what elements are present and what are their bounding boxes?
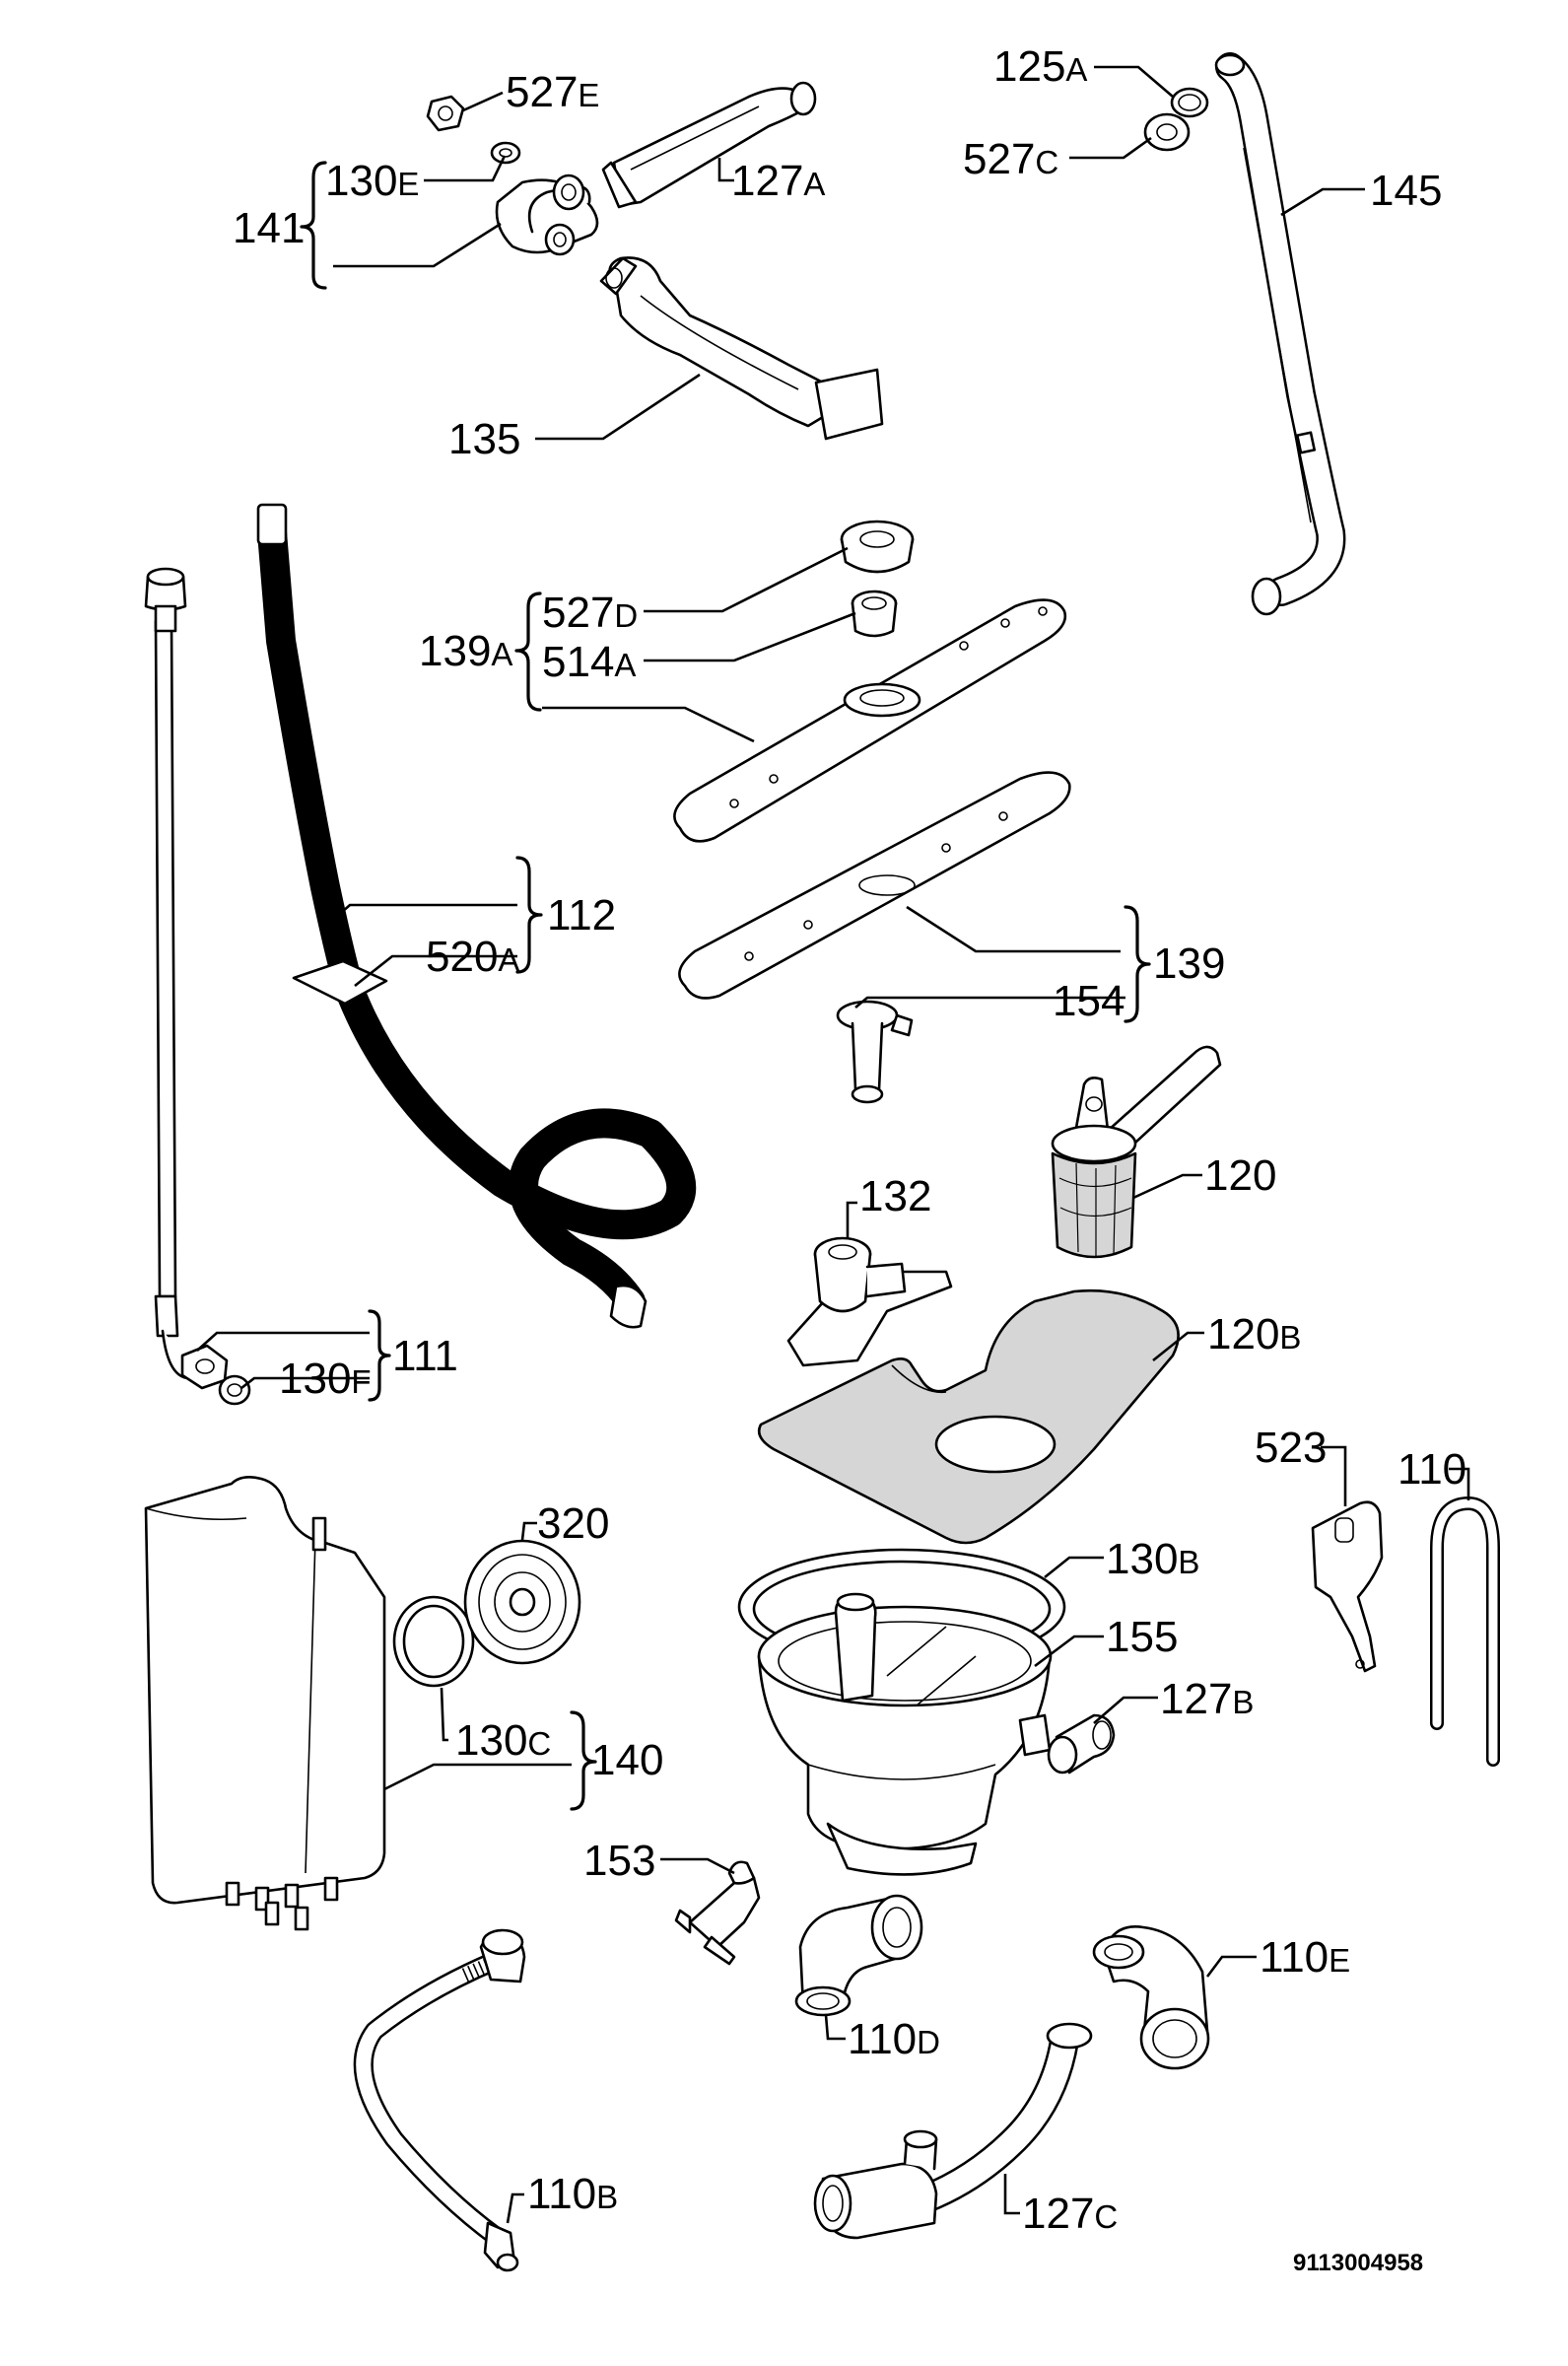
- label-110: 110: [1398, 1445, 1466, 1494]
- label-112: 112: [547, 891, 616, 939]
- label-155: 155: [1106, 1613, 1178, 1661]
- part-139-lower-spray-arm: [678, 771, 1071, 1000]
- part-130e-washer: [490, 141, 521, 165]
- label-111: 111: [392, 1332, 458, 1380]
- label-145: 145: [1370, 167, 1442, 215]
- label-120: 120: [1204, 1151, 1276, 1200]
- label-120b: 120B: [1207, 1310, 1301, 1358]
- label-110d: 110D: [848, 2015, 940, 2063]
- leader-lines: [196, 65, 1470, 2224]
- part-110d-elbow: [794, 1894, 923, 2017]
- part-135-arm-duct: [599, 256, 884, 441]
- part-139a-upper-spray-arm: [673, 598, 1067, 843]
- part-527e-nut: [426, 95, 465, 132]
- part-154-bearing: [836, 1000, 914, 1104]
- part-127b-sleeve: [1047, 1713, 1116, 1774]
- label-125a: 125A: [993, 42, 1087, 91]
- part-132-valve: [786, 1236, 953, 1367]
- label-130e: 130E: [325, 157, 419, 205]
- part-145-supply-tube: [1214, 52, 1346, 616]
- part-127c-drain-pipe: [813, 2022, 1093, 2240]
- label-130c: 130C: [455, 1716, 551, 1765]
- part-110b-drain-hose: [353, 1928, 526, 2272]
- part-514a-bushing: [851, 590, 898, 638]
- label-527c: 527C: [963, 135, 1058, 183]
- part-130f-nut: [218, 1374, 251, 1406]
- label-153: 153: [583, 1837, 655, 1885]
- part-153-tap: [674, 1860, 761, 1966]
- label-527d: 527D: [542, 589, 638, 637]
- part-130c-o-ring: [392, 1595, 475, 1688]
- label-523: 523: [1255, 1424, 1327, 1472]
- part-141-manifold: [495, 174, 599, 256]
- callout-labels: 527E 130E 141 127A 135 125A 527C 145 527…: [233, 42, 1466, 2276]
- label-130f: 130F: [279, 1355, 372, 1403]
- label-127c: 127C: [1022, 2190, 1118, 2238]
- label-520a: 520A: [426, 933, 519, 981]
- label-139: 139: [1153, 939, 1225, 988]
- label-127a: 127A: [731, 157, 825, 205]
- label-140: 140: [591, 1736, 663, 1784]
- label-320: 320: [537, 1499, 609, 1548]
- part-140-softener: [144, 1476, 386, 1931]
- part-110e-elbow: [1092, 1924, 1210, 2070]
- document-number: 9113004958: [1293, 2250, 1423, 2276]
- label-132: 132: [859, 1172, 931, 1220]
- part-155-sump: [757, 1592, 1053, 1876]
- label-110e: 110E: [1260, 1933, 1350, 1982]
- label-130b: 130B: [1106, 1535, 1199, 1583]
- part-523-bracket: [1311, 1500, 1384, 1673]
- part-110-u-tube: [1430, 1496, 1500, 1767]
- label-127b: 127B: [1160, 1675, 1254, 1723]
- part-527c-nut: [1143, 112, 1191, 152]
- part-127a-duct: [601, 81, 817, 209]
- label-110b: 110B: [527, 2170, 618, 2218]
- label-527e: 527E: [506, 68, 599, 116]
- label-135: 135: [448, 415, 520, 463]
- label-141: 141: [233, 204, 305, 252]
- part-125a-o-ring: [1170, 87, 1209, 118]
- label-154: 154: [1053, 977, 1125, 1025]
- part-112-inlet-hose: [256, 503, 697, 1329]
- label-514a: 514A: [542, 638, 636, 686]
- part-320-cap: [463, 1539, 581, 1665]
- part-111-hose: [144, 567, 229, 1390]
- part-120-coarse-filter: [1051, 1045, 1222, 1259]
- part-120b-flat-filter: [757, 1288, 1180, 1545]
- part-527d-nut: [840, 520, 915, 574]
- label-139a: 139A: [419, 627, 512, 675]
- brackets: [300, 161, 1151, 1811]
